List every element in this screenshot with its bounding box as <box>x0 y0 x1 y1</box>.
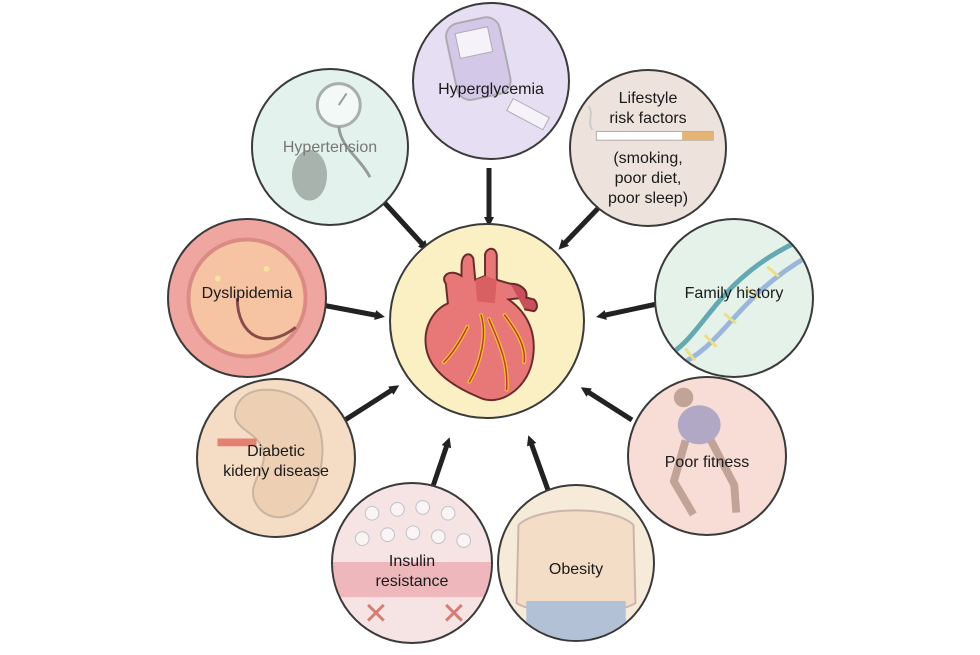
factor-hypertension: Hypertension <box>251 68 409 226</box>
torso-icon <box>515 509 637 640</box>
factor-poor-fitness: Poor fitness <box>627 376 787 536</box>
family-history-label: Family history <box>684 285 784 302</box>
diabetic-kidney-label: Diabetic kideny disease <box>223 443 329 480</box>
factor-obesity: Obesity <box>497 484 655 642</box>
factor-diabetic-kidney: Diabetic kideny disease <box>196 378 356 538</box>
kidney-icon <box>217 388 324 519</box>
factor-lifestyle: Lifestyle risk factors (smoking, poor di… <box>569 69 727 227</box>
obesity-label: Obesity <box>548 561 604 578</box>
artery-plaque-icon <box>186 237 308 359</box>
arrow-poor-fitness <box>580 387 634 423</box>
arrow-family-history <box>596 301 658 320</box>
arrow-hypertension <box>380 198 429 251</box>
dyslipidemia-label: Dyslipidemia <box>201 285 293 302</box>
lifestyle-sub: (smoking, poor diet, poor sleep) <box>607 150 689 207</box>
arrow-dyslipidemia <box>321 302 385 320</box>
dna-icon <box>664 237 812 369</box>
heart-icon <box>424 247 538 402</box>
hyperglycemia-label: Hyperglycemia <box>438 81 544 98</box>
running-person-icon <box>669 387 741 517</box>
factor-family-history: Family history <box>654 218 814 378</box>
arrow-obesity <box>526 435 551 491</box>
heart-circle <box>389 223 585 419</box>
factor-insulin-resistance: Insulin resistance <box>331 482 493 644</box>
factor-dyslipidemia: Dyslipidemia <box>167 218 327 378</box>
cell-receptor-icon <box>333 500 491 622</box>
arrow-kidney <box>343 385 400 423</box>
blood-pressure-cuff-icon <box>291 82 372 201</box>
hypertension-label: Hypertension <box>282 139 378 156</box>
poor-fitness-label: Poor fitness <box>664 454 750 471</box>
glucose-meter-icon <box>445 16 550 131</box>
lifestyle-label: Lifestyle risk factors <box>609 90 687 127</box>
factor-hyperglycemia: Hyperglycemia <box>412 2 570 160</box>
insulin-resistance-label: Insulin resistance <box>375 553 449 590</box>
cigarette-icon <box>587 105 714 141</box>
